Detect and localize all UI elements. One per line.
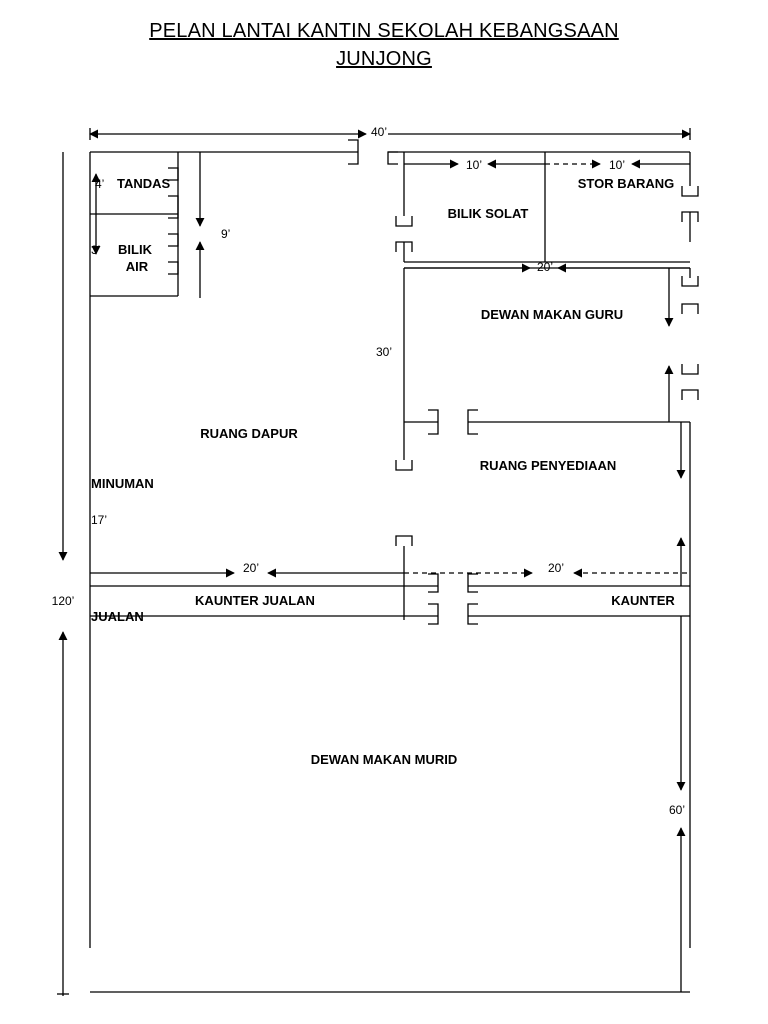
dim-label-length-total: 120’: [52, 594, 75, 608]
room-label-kaunter: KAUNTER: [611, 593, 675, 608]
room-label-bilik-air-1: BILIK: [118, 242, 153, 257]
dim-label-stor-width: 10’: [609, 158, 625, 172]
room-label-dewan-makan-murid: DEWAN MAKAN MURID: [311, 752, 458, 767]
room-label-bilik-air-2: AIR: [126, 259, 149, 274]
room-label-tandas: TANDAS: [117, 176, 171, 191]
toilet-block: [90, 152, 179, 297]
dim-label-murid-height: 60’: [669, 803, 685, 817]
door-top: [348, 139, 398, 165]
room-label-stor-barang: STOR BARANG: [578, 176, 675, 191]
room-label-kaunter-jualan: KAUNTER JUALAN: [195, 593, 315, 608]
dim-label-minuman-height: 17’: [91, 513, 107, 527]
dim-label-width-total: 40’: [371, 125, 387, 139]
room-label-bilik-solat: BILIK SOLAT: [448, 206, 529, 221]
dim-label-counter-left: 20’: [243, 561, 259, 575]
page-title-line-1: PELAN LANTAI KANTIN SEKOLAH KEBANGSAAN: [149, 20, 619, 42]
dim-label-center-height: 30’: [376, 345, 392, 359]
dimension-lines: [57, 128, 691, 996]
room-label-minuman: MINUMAN: [91, 476, 154, 491]
dim-label-guru-width: 20’: [537, 260, 553, 274]
dim-label-tandas-height: 4’: [95, 177, 104, 191]
center-walls: [395, 268, 690, 620]
dim-label-counter-right: 20’: [548, 561, 564, 575]
counter-walls: [90, 573, 690, 625]
dim-label-toilet-block: 9’: [221, 227, 230, 241]
room-label-dewan-makan-guru: DEWAN MAKAN GURU: [481, 307, 623, 322]
outer-walls: [89, 151, 691, 993]
dim-label-solat-width: 10’: [466, 158, 482, 172]
room-label-ruang-dapur: RUANG DAPUR: [200, 426, 298, 441]
room-label-jualan: JUALAN: [91, 609, 144, 624]
page-title-line-2: JUNJONG: [336, 48, 432, 70]
dim-label-bilik-air-height: 3’: [91, 243, 100, 257]
room-label-ruang-penyediaan: RUANG PENYEDIAAN: [480, 458, 617, 473]
